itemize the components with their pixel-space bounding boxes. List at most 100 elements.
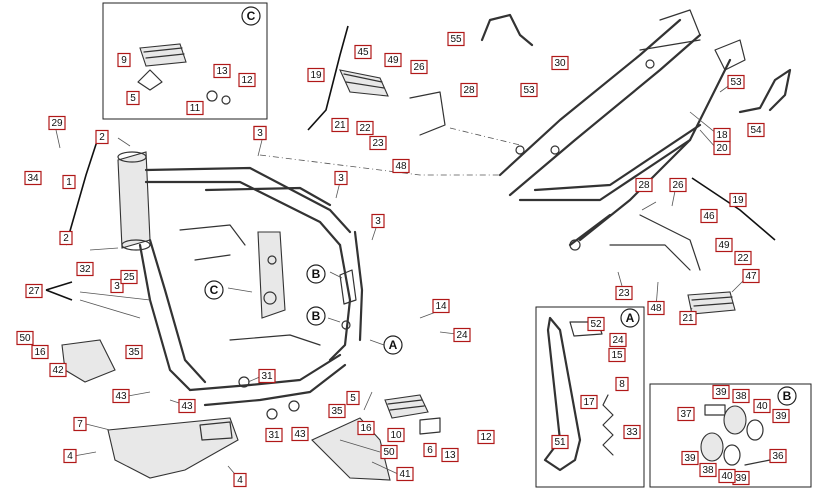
marker-label: B [312,267,321,281]
callout-box [328,403,346,419]
bracket-group-19-lower [691,177,776,241]
part-callout-2: 2 [59,230,73,246]
callout-box [609,332,627,348]
callout-box [635,177,653,193]
callout-box [729,192,747,208]
callout-number: 8 [619,379,625,390]
callout-box [265,427,283,443]
callout-box [25,283,43,299]
callout-box [727,74,745,90]
callout-number: 10 [390,430,402,441]
main-frame [117,151,364,420]
part-callout-30: 30 [551,55,569,71]
callout-box [734,250,752,266]
callout-box [95,129,109,145]
rear-subframe [498,9,746,251]
part-callout-19: 19 [729,192,747,208]
part-callout-33: 33 [623,424,641,440]
callout-box [331,117,349,133]
callout-number: 3 [114,281,120,292]
part-callout-5: 5 [126,90,140,106]
callout-box [112,388,130,404]
part-callout-34: 34 [24,170,42,186]
callout-number: 11 [190,103,201,114]
callout-number: 30 [554,58,566,69]
marker-label: A [389,338,398,352]
callout-box [354,44,372,60]
part-callout-39: 39 [732,470,750,486]
callout-number: 36 [772,451,784,462]
callout-box [369,135,387,151]
footrest-lower [609,214,736,315]
callout-number: 16 [34,347,46,358]
callout-number: 3 [375,216,381,227]
part-callout-31: 31 [258,368,276,384]
callout-number: 3 [257,128,263,139]
callout-box [732,388,750,404]
callout-number: 13 [444,450,456,461]
callout-box [441,447,459,463]
part-callout-46: 46 [700,208,718,224]
callout-box [120,269,138,285]
part-callout-16: 16 [31,344,49,360]
part-callout-2: 2 [95,129,109,145]
callout-number: 26 [413,62,425,73]
callout-number: 19 [732,195,744,206]
callout-box [447,31,465,47]
callout-number: 39 [715,387,727,398]
callout-box [186,100,204,116]
part-callout-8: 8 [615,376,629,392]
callout-number: 16 [360,423,372,434]
callout-number: 6 [427,445,433,456]
callout-number: 43 [294,429,306,440]
callout-number: 32 [79,264,91,275]
part-callout-40: 40 [718,468,736,484]
callout-number: 12 [480,432,492,443]
callout-number: 22 [359,123,371,134]
callout-box [623,424,641,440]
callout-number: 33 [626,427,638,438]
part-callout-1: 1 [62,174,76,190]
marker-b-frame-upper: B [306,264,326,284]
part-callout-23: 23 [369,135,387,151]
marker-b-frame-lower: B [306,306,326,326]
callout-box [551,55,569,71]
callout-number: 26 [672,180,684,191]
callout-number: 7 [77,419,83,430]
callout-box [669,177,687,193]
part-callout-13: 13 [441,447,459,463]
callout-number: 40 [756,401,768,412]
part-callout-49: 49 [715,237,733,253]
part-callout-4: 4 [63,448,77,464]
callout-number: 9 [121,55,127,66]
part-callout-27: 27 [25,283,43,299]
part-callout-24: 24 [609,332,627,348]
callout-number: 38 [702,465,714,476]
part-callout-51: 51 [551,434,569,450]
part-callout-4: 4 [233,472,247,488]
part-callout-23: 23 [615,285,633,301]
callout-box [31,344,49,360]
callout-box [747,122,765,138]
part-callout-28: 28 [460,82,478,98]
callout-number: 15 [611,350,623,361]
callout-box [334,170,348,186]
part-callout-55: 55 [447,31,465,47]
callout-box [125,344,143,360]
part-callout-39: 39 [772,408,790,424]
callout-box [615,285,633,301]
inset-frame-b [649,383,812,488]
callout-number: 31 [261,371,273,382]
callout-box [713,140,731,156]
part-callout-9: 9 [117,52,131,68]
callout-box [356,120,374,136]
skid-plate [107,417,239,479]
part-callout-47: 47 [742,268,760,284]
callout-number: 23 [372,138,384,149]
callout-box [520,82,538,98]
callout-box [62,174,76,190]
part-callout-15: 15 [608,347,626,363]
part-callout-49: 49 [384,52,402,68]
callout-number: 21 [682,313,694,324]
